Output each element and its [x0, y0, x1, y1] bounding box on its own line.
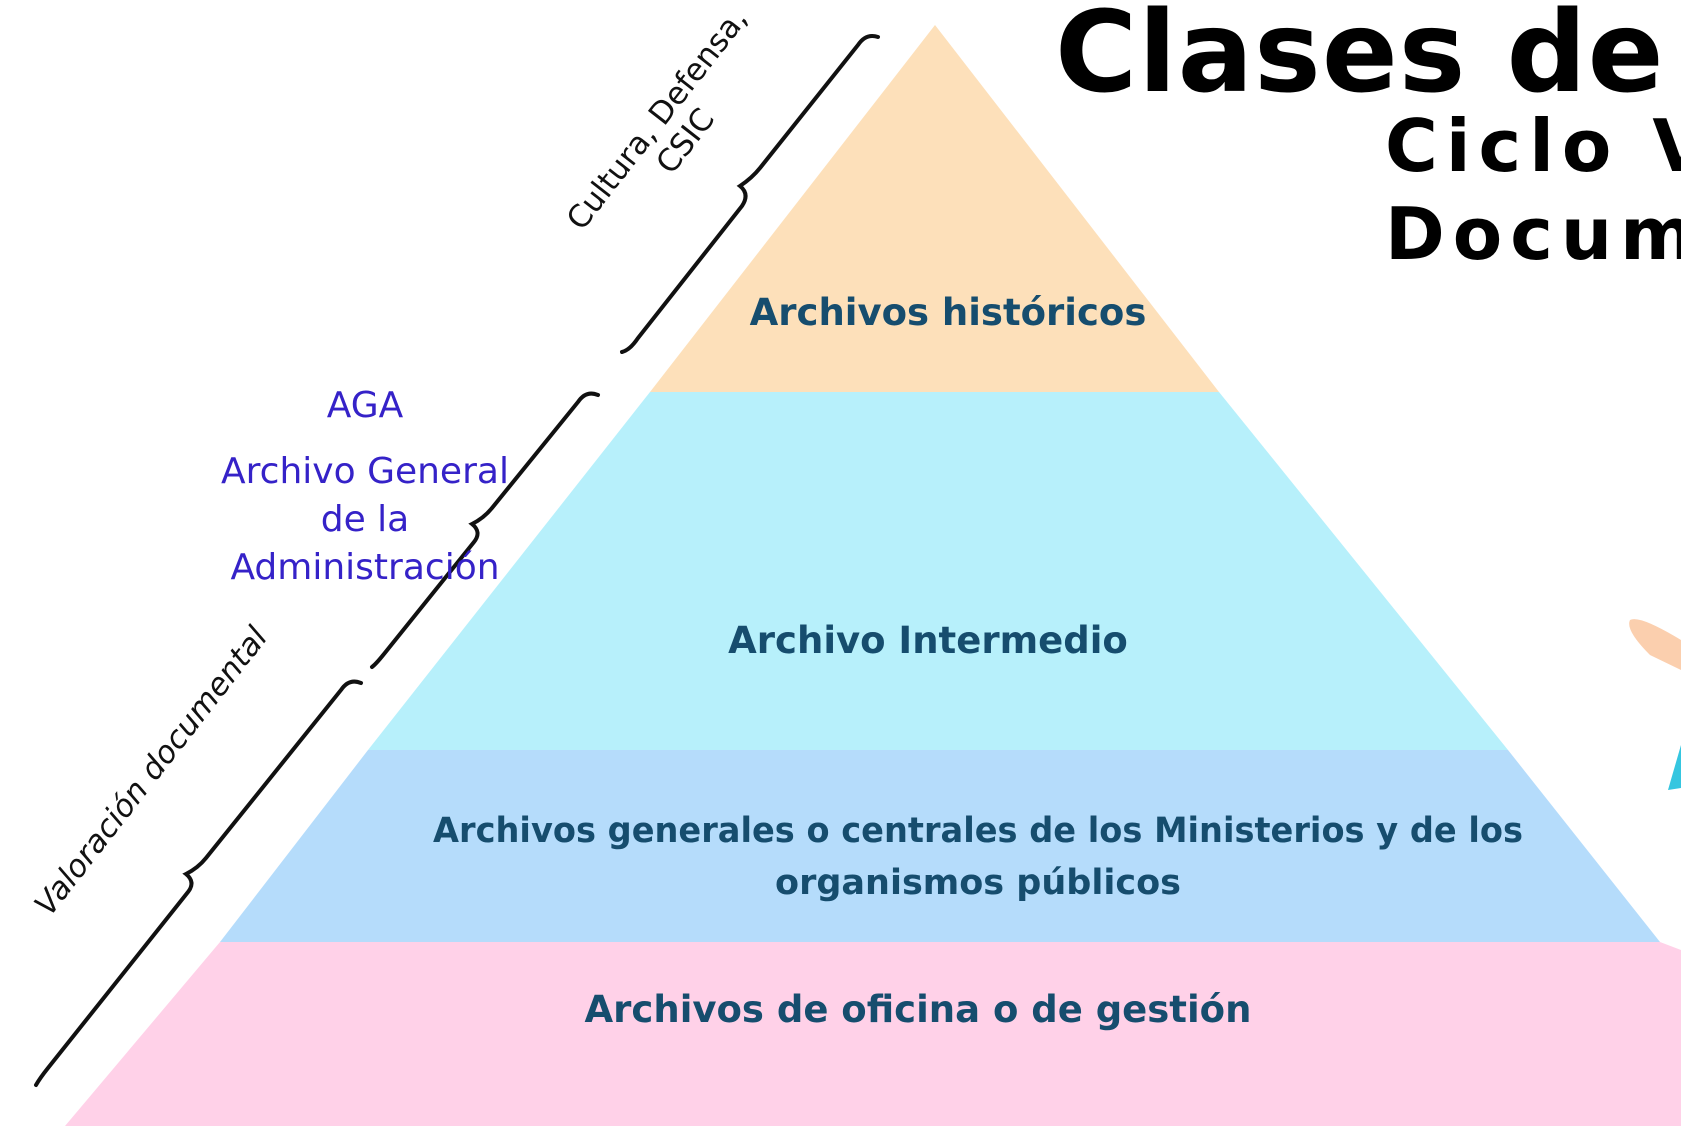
decorative-blob-cyan: [1668, 745, 1681, 790]
label-aga-line3: Administración: [230, 547, 500, 588]
level-label-historicos: Archivos históricos: [750, 291, 1147, 334]
page-subtitle-line2: Docume: [1385, 192, 1681, 276]
label-aga-line2: de la: [320, 499, 410, 540]
level-label-intermedio: Archivo Intermedio: [728, 619, 1128, 662]
page-subtitle-line1: Ciclo Vi: [1385, 104, 1681, 188]
page-title: Clases de Ar: [1055, 0, 1681, 118]
pyramid-level-intermedio: [368, 392, 1508, 750]
label-aga-line1: Archivo General: [221, 451, 509, 492]
brace-cultura: [620, 34, 880, 354]
brace-valoracion: [34, 679, 363, 1087]
brace-aga: [370, 391, 600, 669]
level-label-oficina: Archivos de oficina o de gestión: [585, 988, 1252, 1031]
pyramid-level-historicos: [650, 25, 1219, 392]
pyramid-level-oficina: [65, 942, 1681, 1126]
level-label-centrales-line1: Archivos generales o centrales de los Mi…: [433, 811, 1523, 851]
level-label-centrales-line2: organismos públicos: [775, 863, 1181, 903]
label-aga-title: AGA: [326, 385, 404, 426]
decorative-blob-peach: [1629, 619, 1681, 670]
pyramid-level-centrales: [220, 750, 1660, 942]
